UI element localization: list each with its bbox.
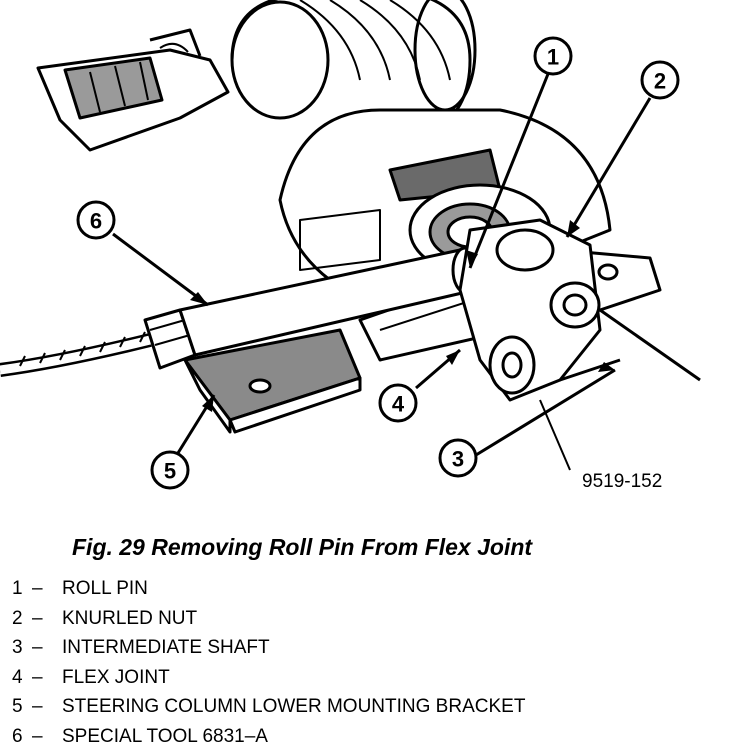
callout-circle-2 [640, 60, 680, 100]
callout-number-6: 6 [90, 209, 102, 234]
callout-circle-5 [150, 450, 190, 490]
arrowhead-2 [567, 220, 580, 237]
legend-list: 1–ROLL PIN 2–KNURLED NUT 3–INTERMEDIATE … [12, 574, 525, 752]
legend-number: 6 [12, 725, 23, 747]
legend-label: STEERING COLUMN LOWER MOUNTING BRACKET [62, 696, 526, 718]
legend-number: 3 [12, 637, 23, 659]
legend-number: 5 [12, 696, 23, 718]
arrowhead-5 [202, 395, 214, 412]
legend-separator: – [32, 725, 43, 747]
callout-number-4: 4 [392, 392, 405, 417]
reference-code: 9519-152 [582, 471, 662, 492]
legend-number: 4 [12, 666, 23, 688]
legend-label: FLEX JOINT [62, 666, 170, 688]
arrowhead-6 [190, 292, 208, 305]
legend-item: 4–FLEX JOINT [12, 663, 525, 693]
legend-separator: – [32, 578, 43, 599]
legend-label: SPECIAL TOOL 6831–A [62, 725, 268, 747]
leader-line-2 [565, 97, 652, 238]
flex-joint [458, 218, 701, 471]
callout-number-2: 2 [654, 69, 666, 94]
legend-separator: – [32, 696, 43, 718]
legend-label: INTERMEDIATE SHAFT [62, 637, 270, 659]
figure-caption: Fig. 29 Removing Roll Pin From Flex Join… [72, 534, 533, 560]
upper-bracket [36, 28, 230, 152]
leader-line-6 [112, 232, 209, 307]
legend-label: ROLL PIN [62, 578, 148, 599]
legend-item: 6–SPECIAL TOOL 6831–A [12, 722, 525, 752]
steering-column [230, 0, 477, 137]
arrowhead-1 [466, 250, 478, 268]
arrowhead-3 [598, 362, 615, 372]
lower-mounting-bracket [183, 328, 362, 434]
callout-circle-3 [438, 438, 478, 478]
arrowhead-4 [446, 350, 460, 365]
legend-item: 1–ROLL PIN [12, 574, 525, 604]
callout-circle-6 [76, 200, 116, 240]
callout-number-1: 1 [547, 45, 559, 70]
legend-separator: – [32, 637, 43, 659]
legend-item: 3–INTERMEDIATE SHAFT [12, 633, 525, 663]
leader-line-3 [475, 368, 616, 457]
legend-number: 1 [12, 578, 23, 599]
legend-item: 2–KNURLED NUT [12, 604, 525, 634]
callout-number-3: 3 [452, 447, 464, 472]
legend-separator: – [32, 607, 43, 629]
leader-line-1 [468, 73, 550, 269]
legend-separator: – [32, 666, 43, 688]
legend-item: 5–STEERING COLUMN LOWER MOUNTING BRACKET [12, 692, 525, 722]
callout-circle-4 [378, 383, 418, 423]
callout-number-5: 5 [164, 459, 176, 484]
legend-label: KNURLED NUT [62, 607, 198, 629]
exploded-illustration: 1 2 3 4 5 6 9519-152 [0, 0, 701, 492]
legend-number: 2 [12, 607, 23, 629]
callout-circle-1 [533, 36, 573, 76]
